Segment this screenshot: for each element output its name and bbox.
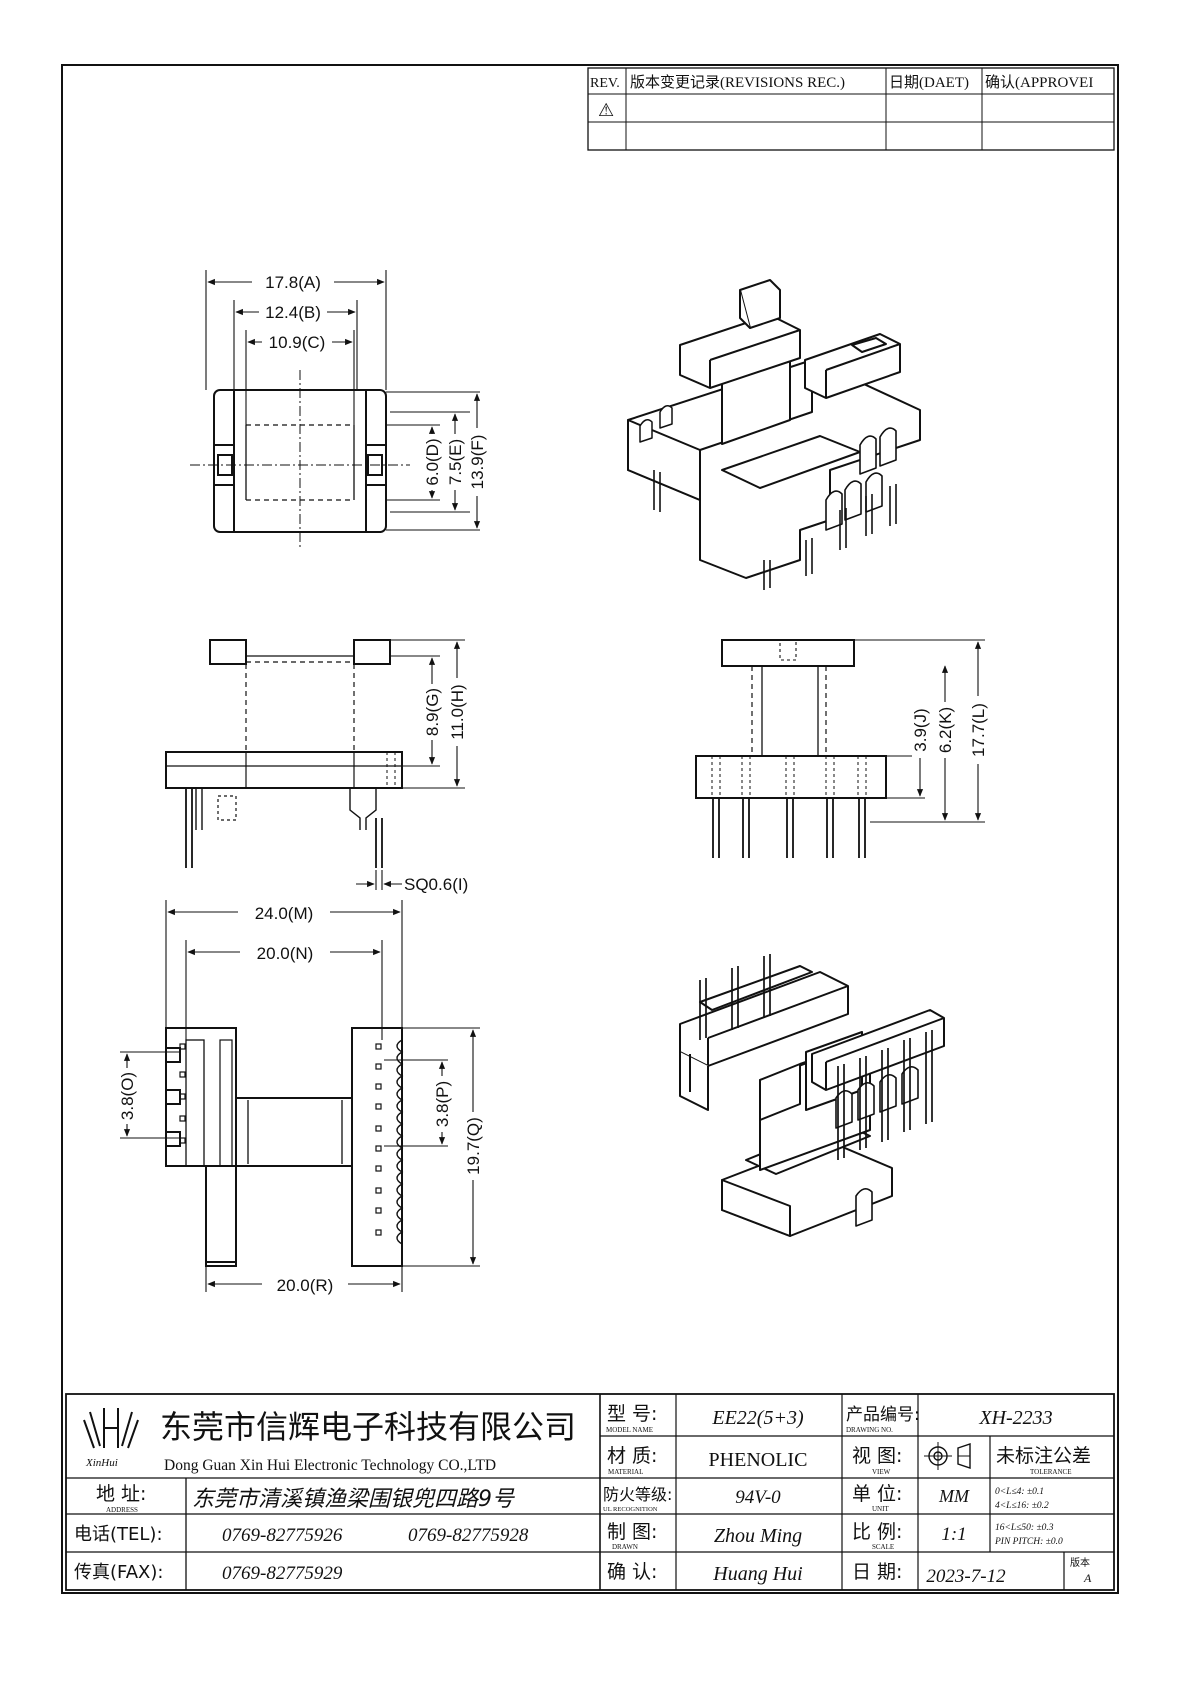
dim-a-label: 17.8(A) xyxy=(265,273,321,292)
drawn-label-en: DRAWN xyxy=(612,1543,638,1551)
check-label: 确 认: xyxy=(607,1561,657,1583)
unit-label-en: UNIT xyxy=(872,1505,889,1513)
material-label-en: MATERIAL xyxy=(608,1468,643,1476)
scale-label-en: SCALE xyxy=(872,1543,894,1551)
tel-value-1: 0769-82775926 xyxy=(222,1525,343,1546)
front-view xyxy=(165,639,403,868)
model-label-en: MODEL NAME xyxy=(606,1426,653,1434)
scale-label: 比 例: xyxy=(852,1521,902,1543)
company-name-cn: 东莞市信辉电子科技有限公司 xyxy=(160,1408,576,1446)
unit-value: MM xyxy=(938,1486,970,1506)
isometric-view-top xyxy=(627,279,921,590)
tolerance-row-3: 16<L≤50: ±0.3 xyxy=(995,1523,1054,1533)
dim-i-label: SQ0.6(I) xyxy=(404,875,468,894)
address-label: 地 址: xyxy=(96,1483,146,1505)
tolerance-label-en: TOLERANCE xyxy=(1030,1468,1071,1476)
model-value: EE22(5+3) xyxy=(711,1407,804,1429)
rev-header-rev: REV. xyxy=(590,76,620,91)
dim-k-label: 6.2(K) xyxy=(936,707,955,753)
logo-text: XinHui xyxy=(85,1457,118,1469)
fire-rating-label: 防火等级: xyxy=(603,1485,672,1504)
rev-header-date: 日期(DAET) xyxy=(889,74,969,91)
dim-e-label: 7.5(E) xyxy=(446,439,465,485)
bottom-view xyxy=(165,1027,404,1267)
title-block-grid xyxy=(65,1393,1115,1591)
dim-b-label: 12.4(B) xyxy=(265,303,321,322)
dim-p-label: 3.8(P) xyxy=(433,1081,452,1127)
side-view xyxy=(695,639,887,858)
dim-l-label: 17.7(L) xyxy=(969,703,988,757)
date-label: 日 期: xyxy=(852,1561,902,1583)
material-label: 材 质: xyxy=(607,1445,657,1467)
version-label: 版本 xyxy=(1070,1556,1090,1569)
tolerance-row-2: 4<L≤16: ±0.2 xyxy=(995,1501,1049,1511)
dim-h-label: 11.0(H) xyxy=(448,684,467,739)
drawing-no-label: 产品编号: xyxy=(846,1405,920,1425)
tolerance-row-4: PIN PITCH: ±0.0 xyxy=(994,1537,1063,1547)
isometric-view-bottom xyxy=(679,954,945,1237)
date-value: 2023-7-12 xyxy=(926,1566,1006,1587)
tolerance-label: 未标注公差 xyxy=(996,1445,1091,1467)
address-value: 东莞市清溪镇渔梁围银兜四路9号 xyxy=(192,1487,515,1512)
tel-value-2: 0769-82775928 xyxy=(408,1525,529,1546)
company-logo xyxy=(83,1408,139,1449)
revision-table: REV. 版本变更记录(REVISIONS REC.) 日期(DAET) 确认(… xyxy=(587,67,1115,151)
material-value: PHENOLIC xyxy=(709,1449,808,1471)
dim-d-label: 6.0(D) xyxy=(423,438,442,485)
address-label-en: ADDRESS xyxy=(106,1506,138,1514)
drawing-no-label-en: DRAWING NO. xyxy=(846,1426,893,1434)
dim-r-label: 20.0(R) xyxy=(277,1276,334,1295)
dim-c-label: 10.9(C) xyxy=(269,333,326,352)
dim-m-label: 24.0(M) xyxy=(255,904,314,923)
fax-label: 传真(FAX): xyxy=(74,1562,163,1583)
dim-q-label: 19.7(Q) xyxy=(464,1117,483,1175)
model-label: 型 号: xyxy=(607,1403,657,1425)
dim-n-label: 20.0(N) xyxy=(257,944,314,963)
front-view-dimensions xyxy=(356,639,465,890)
projection-symbol-icon xyxy=(924,1442,971,1470)
view-label: 视 图: xyxy=(852,1445,902,1467)
version-value: A xyxy=(1083,1571,1092,1585)
scale-value: 1:1 xyxy=(941,1524,966,1545)
top-view xyxy=(190,370,410,550)
drawing-no-value: XH-2233 xyxy=(978,1407,1052,1429)
dim-o-label: 3.8(O) xyxy=(118,1072,137,1120)
rev-header-approve: 确认(APPROVEI xyxy=(985,74,1093,91)
tolerance-row-1: 0<L≤4: ±0.1 xyxy=(995,1487,1044,1497)
unit-label: 单 位: xyxy=(852,1483,902,1505)
dim-f-label: 13.9(F) xyxy=(468,435,487,490)
drawn-label: 制 图: xyxy=(607,1521,657,1543)
company-name-en: Dong Guan Xin Hui Electronic Technology … xyxy=(164,1457,496,1474)
view-label-en: VIEW xyxy=(872,1468,891,1476)
top-view-dimensions xyxy=(205,270,481,531)
drawn-value: Zhou Ming xyxy=(714,1525,802,1547)
rev-mark-icon: ⚠ xyxy=(598,100,614,120)
tel-label: 电话(TEL): xyxy=(74,1524,163,1545)
check-value: Huang Hui xyxy=(712,1563,802,1585)
rev-header-record: 版本变更记录(REVISIONS REC.) xyxy=(630,74,845,91)
dim-j-label: 3.9(J) xyxy=(911,708,930,751)
fire-rating-value: 94V-0 xyxy=(735,1487,781,1508)
fax-value: 0769-82775929 xyxy=(222,1563,343,1584)
fire-rating-label-en: UL RECOGNITION xyxy=(603,1506,658,1513)
sheet-border xyxy=(61,64,1119,1594)
dim-g-label: 8.9(G) xyxy=(423,688,442,736)
